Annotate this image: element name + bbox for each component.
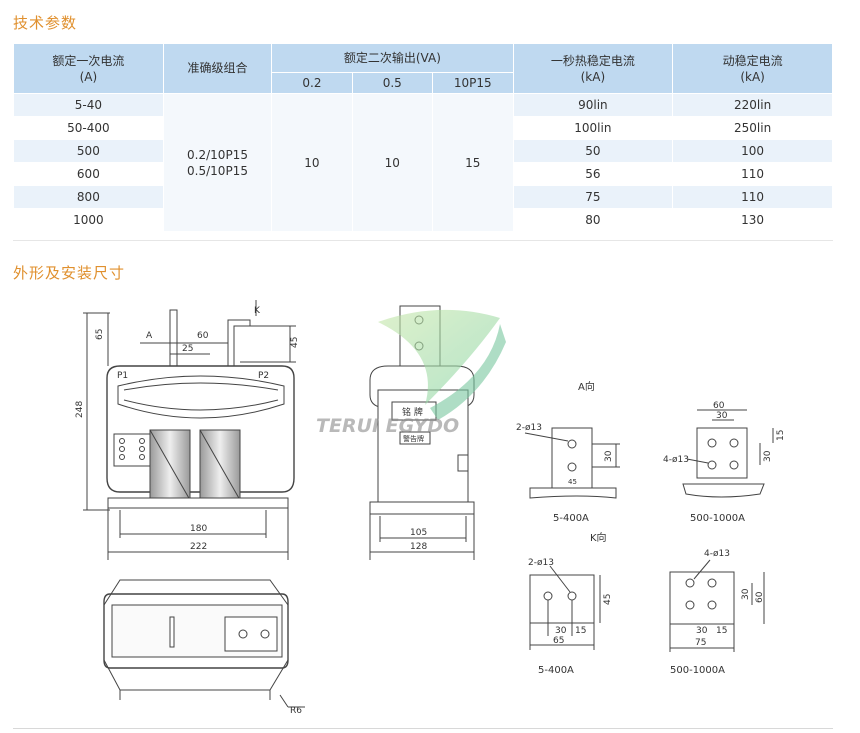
dim-60: 60	[197, 331, 209, 341]
cell-dynamic: 220lin	[672, 93, 833, 117]
p1-label: P1	[117, 371, 128, 381]
front-view	[83, 300, 305, 708]
cell-thermal: 90lin	[512, 93, 674, 117]
k-arrow-label: K	[254, 306, 261, 316]
cell-output-02: 10	[271, 93, 353, 232]
a-right-dim-30-vert: 30	[763, 450, 773, 462]
k-left-dim-30: 30	[555, 626, 567, 636]
a-right-holes: 4-ø13	[663, 455, 689, 465]
front-view-labels: P1 P2 65 248 60 25 45 A K 180 222 R6	[75, 306, 302, 716]
k-left-dim-15: 15	[575, 626, 586, 636]
cell-dynamic: 250lin	[672, 116, 833, 140]
cell-output-10p15: 15	[431, 93, 514, 232]
header-accuracy-class: 准确级组合	[162, 43, 273, 94]
cell-dynamic: 100	[672, 139, 833, 163]
header-thermal-current: 一秒热稳定电流 (kA)	[512, 43, 674, 94]
cell-thermal: 50	[512, 139, 674, 163]
cell-current: 50-400	[13, 116, 164, 140]
table-row: 50-400 100lin 250lin	[13, 116, 833, 140]
k-left-holes: 2-ø13	[528, 558, 554, 568]
dim-222: 222	[190, 542, 207, 552]
header-dynamic-current: 动稳定电流 (kA)	[672, 43, 833, 94]
cell-current: 800	[13, 185, 164, 209]
cell-dynamic: 130	[672, 208, 833, 232]
k-right-dim-30-vert: 30	[741, 588, 751, 600]
cell-thermal: 56	[512, 162, 674, 186]
k-right-holes: 4-ø13	[704, 549, 730, 559]
a-right-dim-60: 60	[713, 401, 725, 411]
a-arrow-label: A	[146, 331, 153, 341]
k-right-dim-30: 30	[696, 626, 708, 636]
dim-248: 248	[75, 401, 85, 418]
header-primary-current: 额定一次电流 (A)	[13, 43, 164, 94]
section-title-spec: 技术参数	[13, 14, 78, 32]
a-left-holes: 2-ø13	[516, 423, 542, 433]
k-direction-labels: K向 2-ø13 45 30 15 65 5-400A 4-ø13 30 60 …	[528, 531, 765, 676]
cell-current: 1000	[13, 208, 164, 232]
a-right-dim-30: 30	[716, 411, 728, 421]
cell-output-05: 10	[351, 93, 433, 232]
p2-label: P2	[258, 371, 269, 381]
dim-65: 65	[95, 329, 105, 340]
dim-25: 25	[182, 344, 193, 354]
a-right-caption: 500-1000A	[690, 513, 745, 524]
a-direction-title: A向	[578, 380, 595, 393]
header-output-10p15: 10P15	[431, 72, 514, 94]
k-right-dim-60: 60	[755, 591, 765, 603]
k-left-caption: 5-400A	[538, 665, 574, 676]
a-left-dim-30: 30	[604, 450, 614, 462]
cell-thermal: 80	[512, 208, 674, 232]
cell-thermal: 100lin	[512, 116, 674, 140]
header-output-02: 0.2	[271, 72, 353, 94]
dim-105: 105	[410, 528, 427, 538]
watermark-logo	[378, 309, 506, 420]
dim-180: 180	[190, 524, 207, 534]
cell-current: 600	[13, 162, 164, 186]
a-left-dim-45: 45	[568, 478, 577, 486]
k-left-dim-65: 65	[553, 636, 564, 646]
k-direction-views	[529, 559, 765, 652]
cell-current: 500	[13, 139, 164, 163]
header-output-05: 0.5	[351, 72, 433, 94]
side-view-labels: 铭 牌 警告牌 105 128	[402, 406, 427, 552]
header-secondary-output: 额定二次输出(VA)	[271, 43, 514, 73]
table-row: 5-40 0.2/10P15 0.5/10P15 10 10 15 90lin …	[13, 93, 833, 232]
table-row: 500 50 100	[13, 139, 833, 163]
section-title-dimensions: 外形及安装尺寸	[13, 264, 126, 282]
cell-thermal: 75	[512, 185, 674, 209]
k-direction-title: K向	[590, 531, 607, 544]
watermark-text: TERUI EGYDO	[316, 415, 459, 437]
dim-45: 45	[290, 337, 300, 348]
a-direction-labels: A向 2-ø13 30 45 5-400A 60 30 30 15 4-ø13 …	[516, 380, 786, 524]
table-row: 600 56 110	[13, 162, 833, 186]
k-right-dim-75: 75	[695, 638, 706, 648]
a-right-dim-15: 15	[776, 430, 786, 441]
table-row: 1000 80 130	[13, 208, 833, 232]
cell-dynamic: 110	[672, 162, 833, 186]
a-left-caption: 5-400A	[553, 513, 589, 524]
radius-r6: R6	[290, 706, 302, 716]
a-direction-views	[524, 409, 774, 499]
dimension-drawing: P1 P2 65 248 60 25 45 A K 180 222 R6 铭 牌…	[75, 300, 786, 716]
spec-table: 额定一次电流 (A) 准确级组合 额定二次输出(VA) 一秒热稳定电流 (kA)…	[13, 43, 833, 232]
warning-plate-label: 警告牌	[403, 434, 424, 443]
table-row: 800 75 110	[13, 185, 833, 209]
cell-accuracy: 0.2/10P15 0.5/10P15	[162, 93, 273, 232]
cell-current: 5-40	[13, 93, 164, 117]
k-left-dim-45: 45	[603, 594, 613, 605]
section-divider	[13, 240, 833, 241]
k-right-dim-15: 15	[716, 626, 727, 636]
nameplate-label: 铭 牌	[402, 406, 423, 418]
dim-128: 128	[410, 542, 427, 552]
k-right-caption: 500-1000A	[670, 665, 725, 676]
bottom-divider	[13, 728, 833, 729]
cell-dynamic: 110	[672, 185, 833, 209]
